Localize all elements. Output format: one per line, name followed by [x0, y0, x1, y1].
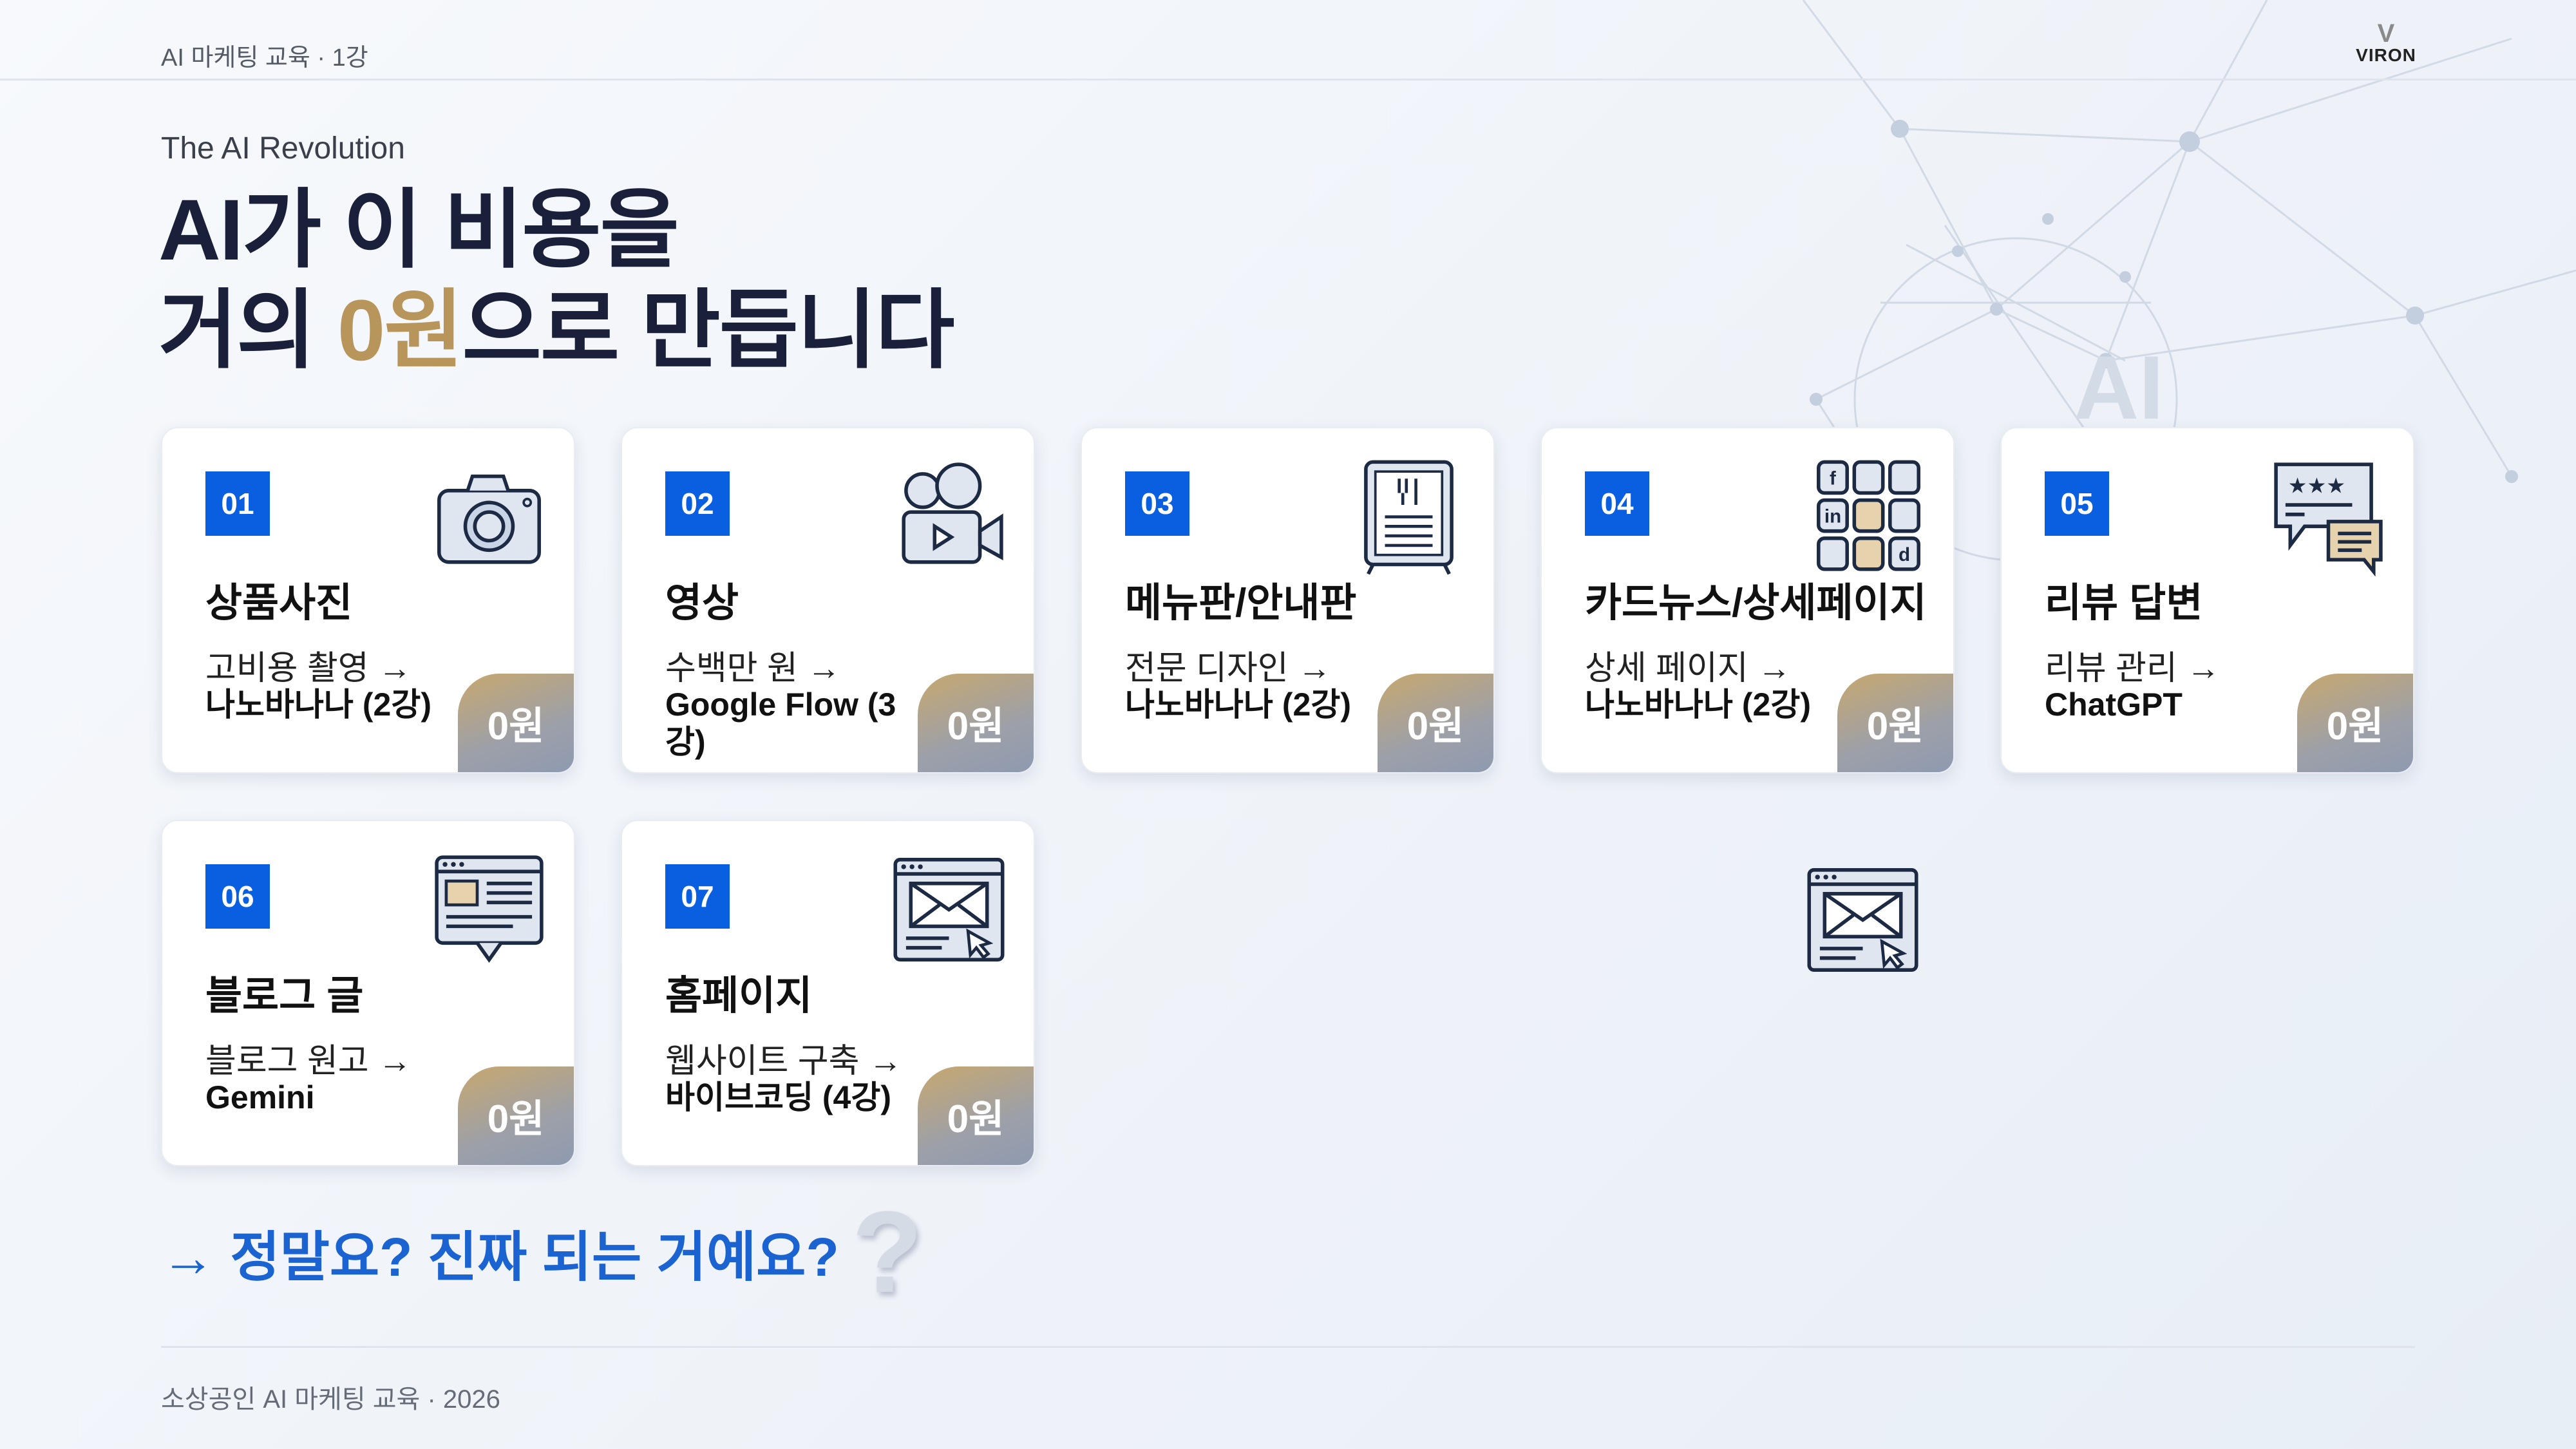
card-01: 01 상품사진 고비용 촬영 → 나노바나나 (2강) 0원 — [161, 427, 575, 773]
card-tool-text: 나노바나나 (2강) — [1585, 687, 1811, 723]
price-tag: 0원 — [458, 674, 574, 772]
card-before-text: 상세 페이지 → — [1585, 650, 1792, 687]
card-tool-text: 나노바나나 (2강) — [205, 687, 431, 723]
footer-text: 소상공인 AI 마케팅 교육 · 2026 — [161, 1385, 500, 1414]
card-before-text: 리뷰 관리 → — [2045, 650, 2221, 687]
card-06: 06 블로그 글 블로그 원고 → Gemini 0원 — [161, 820, 575, 1166]
card-before-text: 블로그 원고 → — [205, 1043, 412, 1080]
network-background-graphic: AI — [1802, 0, 2576, 580]
card-title: 홈페이지 — [665, 974, 813, 1018]
card-title: 블로그 글 — [205, 974, 364, 1018]
card-title: 상품사진 — [205, 581, 353, 625]
card-tool-text: 바이브코딩 (4강) — [665, 1079, 891, 1115]
card-03: 03 메뉴판/안내판 전문 디자인 → 나노바나나 (2강) 0원 — [1081, 427, 1495, 773]
card-tool-text: Gemini — [205, 1079, 315, 1115]
review-chat-icon: ★★★ — [2274, 462, 2383, 576]
title-highlight: 0원 — [337, 283, 464, 379]
price-tag: 0원 — [458, 1066, 574, 1165]
logo-text: VIRON — [2356, 45, 2416, 65]
menu-board-icon — [1364, 460, 1454, 575]
title-text: 거의 — [158, 283, 337, 379]
website-icon — [893, 858, 1005, 961]
price-tag: 0원 — [1837, 674, 1953, 772]
card-number-badge: 02 — [665, 471, 730, 536]
card-tool-text: 나노바나나 (2강) — [1125, 687, 1351, 723]
title-line-2: 거의 0원으로 만듭니다 — [158, 281, 955, 381]
card-04: 04 f in d 카드뉴스/상세페이지 상세 페이지 → 나노바나나 (2강) 0… — [1540, 427, 1955, 773]
website-icon — [1807, 868, 1918, 972]
card-title: 메뉴판/안내판 — [1125, 581, 1357, 625]
price-tag: 0원 — [2297, 674, 2413, 772]
card-07: 07 홈페이지 웹사이트 구축 → 바이브코딩 (4강) 0원 — [621, 820, 1035, 1166]
blog-post-icon — [435, 855, 544, 963]
card-number-badge: 01 — [205, 471, 270, 536]
title-line-1: AI가 이 비용을 — [158, 182, 679, 278]
card-title: 리뷰 답변 — [2045, 581, 2203, 625]
price-tag: 0원 — [918, 674, 1034, 772]
card-number-badge: 04 — [1585, 471, 1649, 536]
header-divider — [0, 79, 2576, 80]
question-mark-decoration: ? — [851, 1188, 923, 1317]
svg-text:f: f — [1830, 468, 1836, 489]
title-text: 으로 만듭니다 — [462, 283, 955, 379]
question-callout: → 정말요? 진짜 되는 거예요? — [161, 1226, 839, 1287]
card-tool-text: Google Flow (3강) — [665, 687, 896, 760]
card-number-badge: 07 — [665, 864, 730, 929]
card-number-badge: 06 — [205, 864, 270, 929]
card-title: 영상 — [665, 581, 739, 625]
card-number-badge: 03 — [1125, 471, 1189, 536]
svg-text:d: d — [1899, 544, 1910, 565]
video-camera-icon — [902, 462, 1003, 564]
card-tool-text: ChatGPT — [2045, 687, 2183, 723]
card-before-text: 전문 디자인 → — [1125, 650, 1332, 687]
footer-divider — [161, 1346, 2415, 1348]
card-02: 02 영상 수백만 원 → Google Flow (3강) 0원 — [621, 427, 1035, 773]
card-before-text: 웹사이트 구축 → — [665, 1043, 902, 1080]
svg-text:in: in — [1824, 506, 1841, 527]
logo-v-mark: V — [2377, 19, 2395, 48]
page-title: AI가 이 비용을 거의 0원으로 만듭니다 — [158, 180, 955, 381]
price-tag: 0원 — [1378, 674, 1493, 772]
social-media-grid-icon: f in d — [1817, 460, 1920, 571]
camera-icon — [437, 474, 541, 564]
card-title: 카드뉴스/상세페이지 — [1585, 581, 1927, 625]
card-05: 05 ★★★ 리뷰 답변 리뷰 관리 → ChatGPT 0원 — [2000, 427, 2414, 773]
price-tag: 0원 — [918, 1066, 1034, 1165]
question-row: → 정말요? 진짜 되는 거예요? ? — [161, 1191, 923, 1314]
svg-text:★★★: ★★★ — [2288, 473, 2346, 498]
ai-watermark: AI — [2074, 337, 2164, 438]
course-label: AI 마케팅 교육 · 1강 — [161, 44, 368, 71]
card-number-badge: 05 — [2045, 471, 2109, 536]
eyebrow: The AI Revolution — [161, 131, 405, 166]
viron-logo: V VIRON — [2351, 19, 2421, 66]
card-before-text: 수백만 원 → — [665, 650, 841, 687]
card-before-text: 고비용 촬영 → — [205, 650, 412, 687]
